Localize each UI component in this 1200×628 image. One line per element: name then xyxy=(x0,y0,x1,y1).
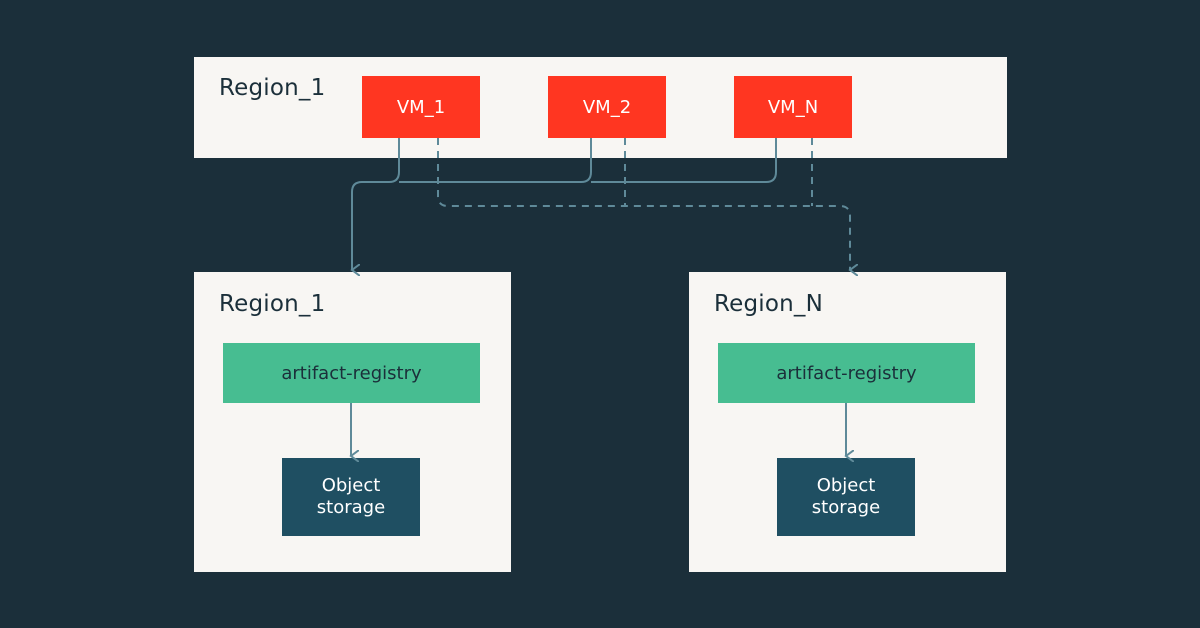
vm-n: VM_N xyxy=(734,76,852,138)
right-region-title: Region_N xyxy=(714,291,824,317)
right-artifact-registry: artifact-registry xyxy=(718,343,975,403)
left-storage-line1: Object xyxy=(321,475,381,496)
left-object-storage: Object storage xyxy=(282,458,420,536)
vm-2: VM_2 xyxy=(548,76,666,138)
left-artifact-registry: artifact-registry xyxy=(223,343,480,403)
right-object-storage: Object storage xyxy=(777,458,915,536)
right-storage-line2: storage xyxy=(811,497,881,518)
left-storage-line2: storage xyxy=(316,497,386,518)
right-storage-line1: Object xyxy=(816,475,876,496)
vm-1: VM_1 xyxy=(362,76,480,138)
top-region-title: Region_1 xyxy=(219,75,326,101)
left-region-title: Region_1 xyxy=(219,291,326,317)
